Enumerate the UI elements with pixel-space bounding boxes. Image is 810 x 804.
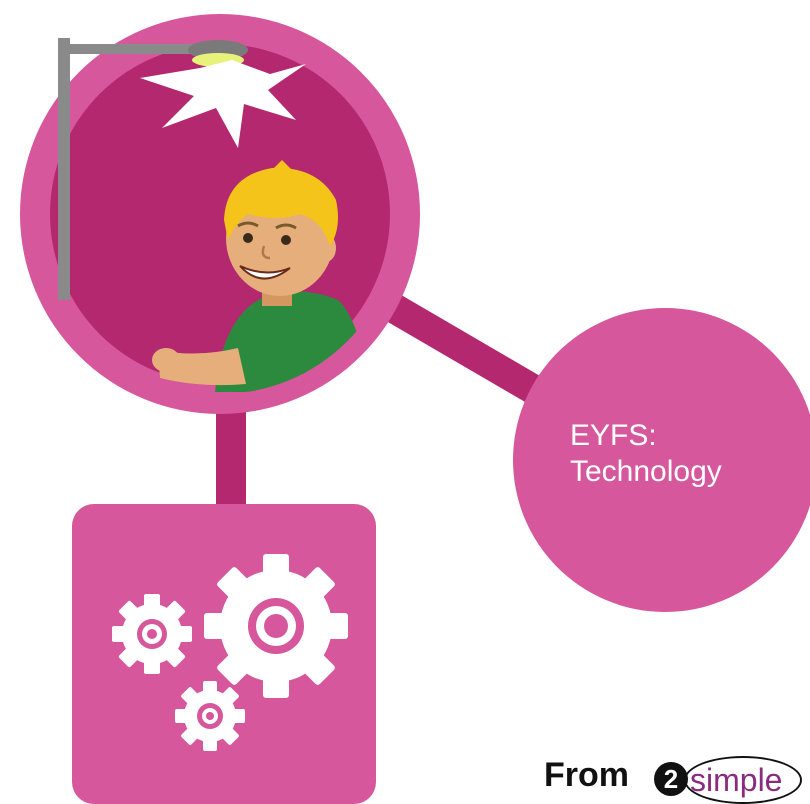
brand-credit: From 2 simple: [544, 752, 810, 804]
brand-from-label: From: [544, 756, 629, 794]
brand-logo-word: simple: [684, 756, 803, 804]
brand-logo: 2 simple: [654, 756, 810, 804]
topic-line-1: EYFS:: [570, 419, 657, 452]
connector-photo-to-topic: [372, 287, 568, 418]
topic-node-label: EYFS: Technology: [570, 418, 800, 490]
topic-line-2: Technology: [570, 455, 722, 488]
brand-logo-number: 2: [654, 762, 688, 796]
gears-node: [72, 504, 376, 804]
gears-icon: [112, 554, 348, 751]
streetlight-icon: [58, 38, 306, 300]
photo-node: [20, 14, 420, 414]
topic-node: [513, 308, 810, 612]
